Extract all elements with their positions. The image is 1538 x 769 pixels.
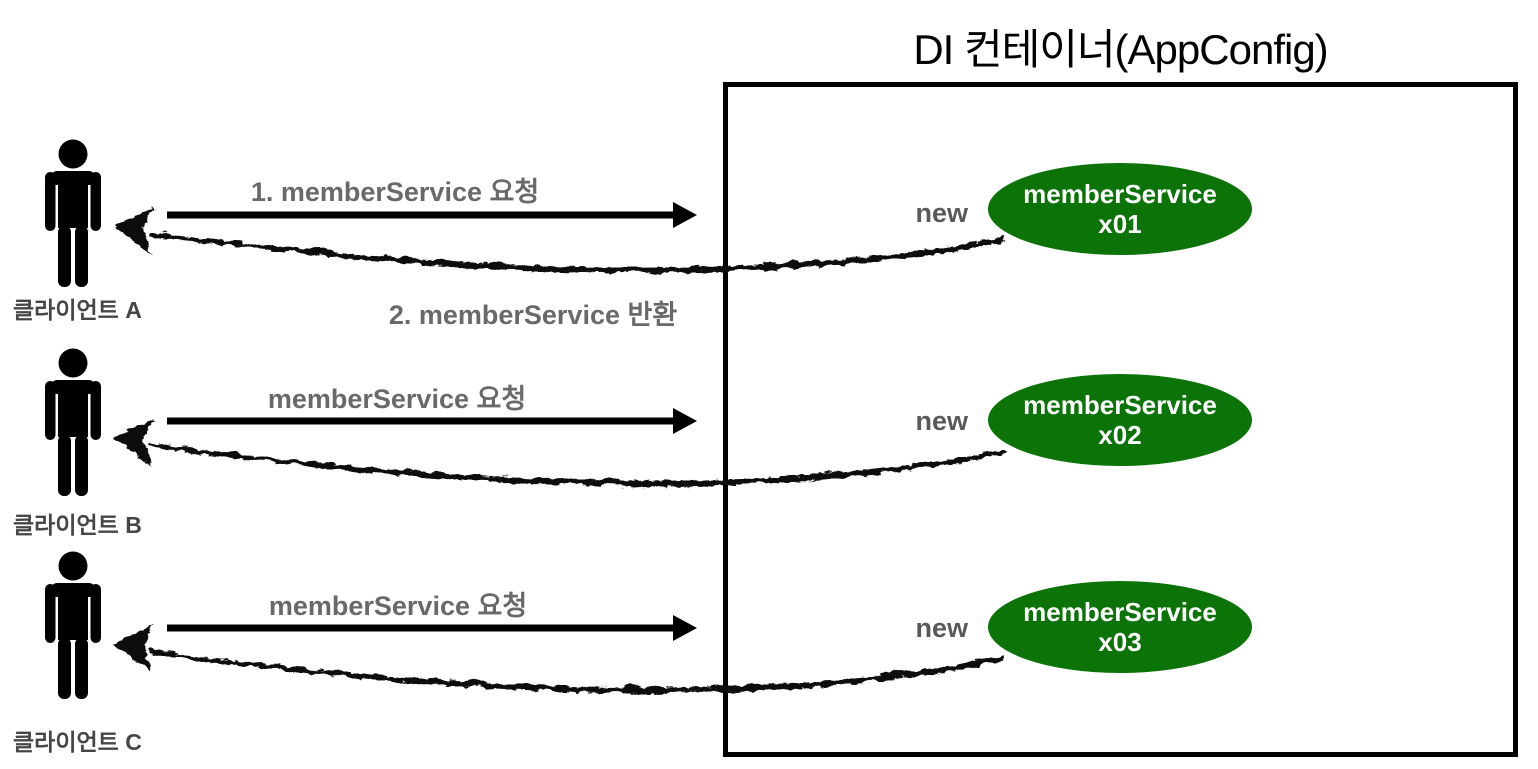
client-c-label: 클라이언트 C — [13, 729, 142, 755]
client-c-person-icon — [45, 551, 101, 699]
bean-instance: x03 — [1098, 627, 1142, 657]
bean-instance: x02 — [1098, 420, 1142, 450]
bean-instance: x01 — [1098, 209, 1142, 239]
request-label-2: memberService 요청 — [267, 384, 527, 414]
request-label-1: 1. memberService 요청 — [250, 177, 540, 207]
client-b-label: 클라이언트 B — [13, 512, 142, 538]
di-container-title: DI 컨테이너(AppConfig) — [913, 26, 1328, 73]
bean-ellipse-memberservice-x03: memberService x03 — [988, 581, 1252, 673]
client-a-label: 클라이언트 A — [13, 297, 142, 323]
bean-ellipse-memberservice-x01: memberService x01 — [988, 163, 1252, 255]
new-label-1: new — [915, 198, 968, 228]
return-label-1: 2. memberService 반환 — [388, 300, 678, 330]
client-a-person-icon — [45, 139, 101, 287]
client-b-person-icon — [45, 348, 101, 496]
bean-ellipse-memberservice-x02: memberService x02 — [988, 374, 1252, 466]
new-label-3: new — [915, 613, 968, 643]
request-label-3: memberService 요청 — [268, 591, 528, 621]
bean-name: memberService — [1023, 179, 1217, 209]
bean-name: memberService — [1023, 390, 1217, 420]
new-label-2: new — [915, 406, 968, 436]
bean-name: memberService — [1023, 597, 1217, 627]
